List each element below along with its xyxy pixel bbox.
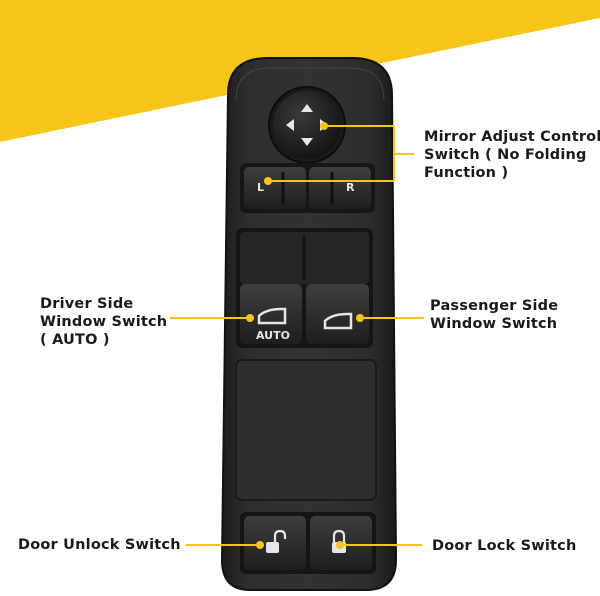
mirror-left-button[interactable]	[244, 167, 306, 209]
passenger-window-switch[interactable]	[306, 284, 369, 344]
padlock-open-icon	[266, 529, 287, 553]
mirror-right-button[interactable]	[309, 167, 371, 209]
blank-panel	[235, 359, 377, 501]
driver-window-switch[interactable]	[240, 284, 302, 344]
callout-door-unlock: Door Unlock Switch	[18, 537, 181, 553]
mirror-left-label: L	[257, 181, 265, 194]
car-window-icon	[257, 307, 287, 325]
car-window-icon	[323, 312, 353, 330]
auto-label: AUTO	[256, 329, 290, 342]
leader-lines	[170, 125, 424, 546]
callout-driver-window: Driver Side Window Switch ( AUTO )	[40, 296, 168, 348]
callout-door-lock: Door Lock Switch	[432, 538, 577, 554]
door-unlock-switch[interactable]	[244, 516, 306, 570]
leader-dots	[246, 122, 364, 549]
callout-passenger-window: Passenger Side Window Switch	[430, 298, 559, 332]
mirror-right-label: R	[346, 181, 355, 194]
mirror-select-buttons	[240, 163, 375, 213]
callout-mirror-adjust: Mirror Adjust Control Switch ( No Foldin…	[424, 129, 600, 181]
